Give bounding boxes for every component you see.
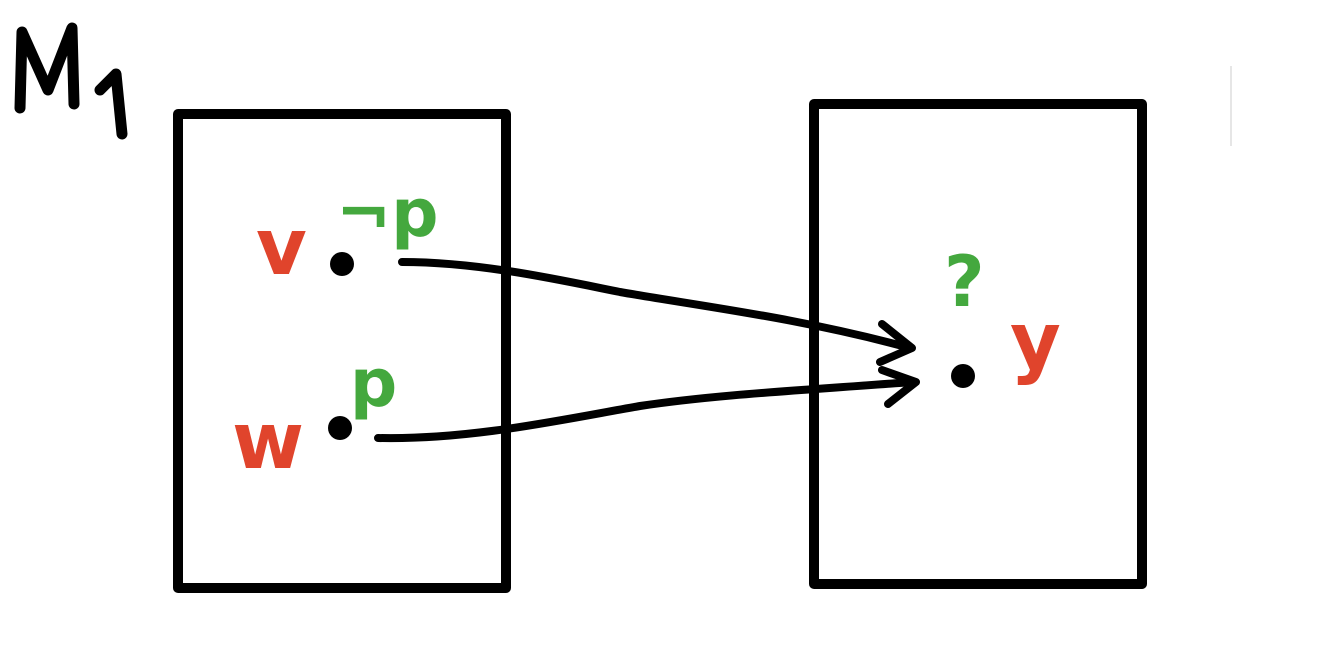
world-y-proposition: ? xyxy=(944,241,985,323)
arrow-w-to-y-line xyxy=(374,378,916,443)
world-y-point[interactable] xyxy=(951,364,975,388)
world-v-label: v xyxy=(256,203,307,293)
world-v-point[interactable] xyxy=(330,252,354,276)
arrow-w-to-y xyxy=(374,366,920,443)
left-world-box xyxy=(173,109,511,593)
model-label-subscript-glyph xyxy=(94,68,128,140)
world-y-label: y xyxy=(1010,297,1061,387)
world-v-proposition: ¬p xyxy=(336,175,439,252)
world-w-proposition: p xyxy=(350,345,397,422)
model-label: M 1 xyxy=(14,22,128,140)
world-w: w p xyxy=(232,345,397,487)
right-world-box xyxy=(809,99,1147,589)
world-w-label: w xyxy=(232,397,304,487)
arrow-v-to-y-head-icon xyxy=(876,320,916,366)
world-y: y ? xyxy=(944,241,1061,388)
world-w-point[interactable] xyxy=(328,416,352,440)
arrow-v-to-y-line xyxy=(398,258,914,352)
world-v: v ¬p xyxy=(256,175,439,293)
arrow-v-to-y xyxy=(398,258,916,366)
model-label-m-glyph xyxy=(14,22,80,114)
arrow-w-to-y-head-icon xyxy=(878,366,920,408)
